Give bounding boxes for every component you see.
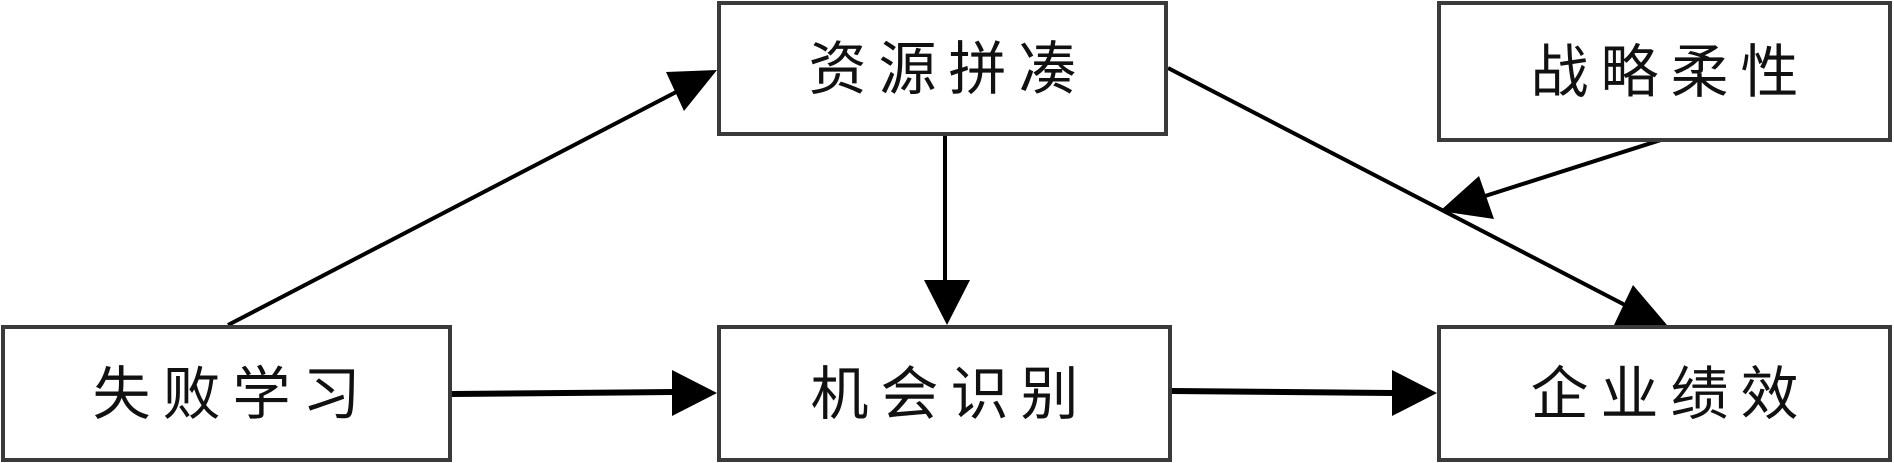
arrowhead-opportunity-to-performance: [1392, 370, 1437, 416]
node-firm-performance-label: 企业绩效: [1530, 359, 1811, 428]
node-opportunity-recognition: 机会识别: [717, 325, 1172, 462]
edge-failure-to-opportunity: [451, 389, 673, 397]
node-strategic-flexibility-label: 战略柔性: [1530, 37, 1811, 106]
edge-flexibility-moderation: [1481, 136, 1668, 199]
arrowhead-failure-to-resource: [666, 70, 717, 111]
arrowhead-resource-to-performance: [1614, 285, 1667, 325]
node-firm-performance: 企业绩效: [1437, 325, 1892, 462]
node-strategic-flexibility: 战略柔性: [1437, 1, 1892, 142]
node-failure-learning: 失败学习: [1, 325, 452, 462]
edge-failure-to-resource: [227, 88, 681, 327]
node-opportunity-recognition-label: 机会识别: [810, 359, 1091, 428]
edge-opportunity-to-performance: [1171, 388, 1393, 396]
arrowhead-flexibility-moderation: [1440, 176, 1494, 219]
node-resource-bricolage-label: 资源拼凑: [808, 34, 1089, 103]
arrowhead-failure-to-opportunity: [672, 370, 717, 416]
node-failure-learning-label: 失败学习: [92, 359, 373, 428]
arrowhead-resource-to-opportunity: [924, 280, 970, 325]
node-resource-bricolage: 资源拼凑: [717, 1, 1168, 136]
